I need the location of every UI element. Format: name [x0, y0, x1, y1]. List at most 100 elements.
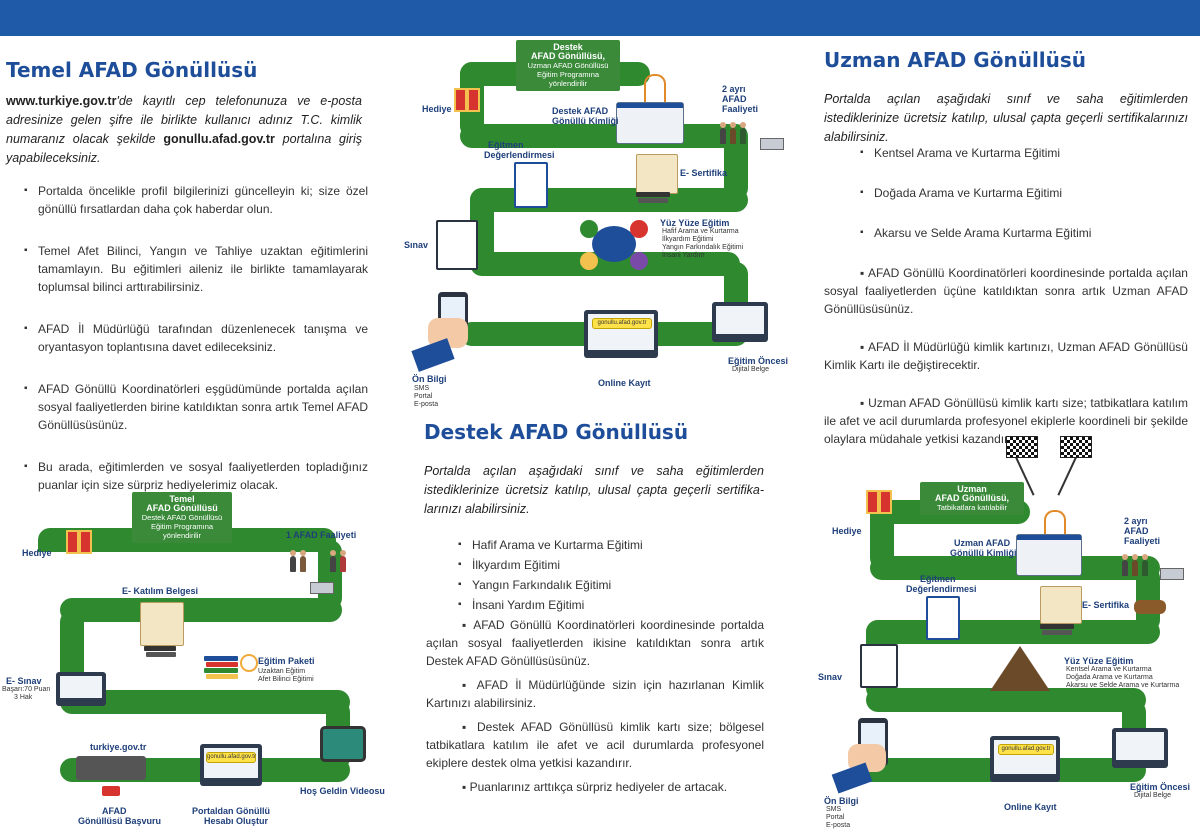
key-icon [102, 786, 120, 796]
kimlik-label: Uzman AFAD [954, 538, 1011, 548]
id-card-icon [616, 102, 684, 144]
left-intro: www.turkiye.gov.tr'de kayıtlı cep telefo… [6, 94, 362, 165]
books-icon [144, 646, 176, 660]
books-icon [636, 192, 670, 204]
video-label: Hoş Geldin Videosu [300, 786, 385, 796]
sinav-label: Sınav [818, 672, 843, 682]
paragraph: ▪ Destek AFAD Gönüllüsü kimlik kartı siz… [426, 720, 764, 770]
volunteers-icon [1122, 550, 1156, 580]
monitor-icon [990, 736, 1060, 782]
right-title: Uzman AFAD Gönüllüsü [824, 48, 1087, 72]
online-label: Online Kayıt [598, 378, 651, 388]
onbilgi-label: Ön Bilgi [412, 374, 447, 384]
paragraph: ▪ AFAD İl Müdürlüğü kimlik kartınızı, Uz… [824, 340, 1188, 372]
lanyard-icon [644, 74, 666, 102]
right-paragraphs: ▪ AFAD Gönüllü Koordinatörleri koordines… [824, 264, 1188, 448]
clipboard-icon [926, 596, 960, 640]
teamwork-puzzle-icon [570, 214, 656, 274]
list-item: Yangın Farkındalık Eğitimi [456, 576, 756, 594]
certificate-icon [636, 154, 678, 194]
middle-intro: Portalda açılan aşağıdaki sınıf ve saha … [424, 464, 764, 516]
clipboard-icon [514, 162, 548, 208]
rescue-dog-icon [1134, 600, 1166, 614]
mountain-climb-icon [990, 646, 1050, 691]
portal-link-gonullu: gonullu.afad.gov.tr [163, 132, 275, 146]
hediye-label: Hediye [422, 104, 452, 114]
laptop-icon [56, 672, 106, 706]
egitmen-label: Eğitmen [920, 574, 956, 584]
turkiye-label: turkiye.gov.tr [90, 742, 147, 752]
list-item: İlkyardım Eğitimi [456, 556, 756, 574]
kimlik-label: Destek AFAD [552, 106, 609, 116]
books-icon [1040, 624, 1074, 636]
yuzyuze-label: Yüz Yüze Eğitim [660, 218, 730, 228]
sertifika-label: E- Sertifika [680, 168, 728, 178]
books-stack-icon [204, 656, 240, 686]
list-item: Akarsu ve Selde Arama Kurtarma Eğitimi [858, 224, 1188, 242]
paragraph: ▪ AFAD İl Müdürlüğünde sizin için hazırl… [426, 678, 764, 710]
online-label: Online Kayıt [1004, 802, 1057, 812]
sertifika-label: E- Sertifika [1082, 600, 1130, 610]
list-item: Hafif Arama ve Kurtarma Eğitimi [456, 536, 756, 554]
tv-icon [320, 726, 366, 762]
list-item: İnsani Yardım Eğitimi [456, 596, 756, 614]
list-item: Temel Afet Bilinci, Yangın ve Tahliye uz… [22, 242, 368, 296]
paragraph: ▪ AFAD Gönüllü Koordinatörleri koordines… [426, 618, 764, 668]
right-intro: Portalda açılan aşağıdaki sınıf ve saha … [824, 92, 1188, 144]
left-title: Temel AFAD Gönüllüsü [6, 58, 258, 82]
id-card-icon [1016, 534, 1082, 576]
list-item: Kentsel Arama ve Kurtarma Eğitimi [858, 144, 1188, 162]
gift-icon [866, 490, 892, 514]
sinav-label: Sınav [404, 240, 429, 250]
portal-url-pill: gonullu.afad.gov.tr [206, 752, 256, 763]
middle-paragraphs: ▪ AFAD Gönüllü Koordinatörleri koordines… [426, 616, 764, 796]
oncesi-label: Eğitim Öncesi [1130, 782, 1191, 792]
portal-label: Portaldan Gönüllü [192, 806, 270, 816]
certificate-icon [140, 602, 184, 646]
portal-url-pill: gonullu.afad.gov.tr [998, 744, 1054, 755]
portal-url-pill: gonullu.afad.gov.tr [592, 318, 652, 329]
header-bar [0, 0, 1200, 36]
esinav-label: E- Sınav [6, 676, 42, 686]
destek-goal-box: Destek AFAD Gönüllüsü, Uzman AFAD Gönüll… [516, 40, 620, 91]
egitmen-label: Eğitmen [488, 140, 524, 150]
list-item: AFAD İl Müdürlüğü tarafından düzenlenece… [22, 320, 368, 356]
checkered-flags-icon [1000, 430, 1100, 496]
paragraph: ▪ AFAD Gönüllü Koordinatörleri koordines… [824, 266, 1188, 316]
clock-icon [240, 654, 258, 672]
volunteers-icon [720, 118, 754, 148]
portal-link-turkiye: www.turkiye.gov.tr [6, 94, 117, 108]
certificate-icon [1040, 586, 1082, 624]
right-training-list: Kentsel Arama ve Kurtarma Eğitimi Doğada… [858, 144, 1188, 242]
stretcher-icon [310, 582, 334, 594]
paragraph: ▪ Uzman AFAD Gönüllüsü kimlik kartı size… [824, 396, 1189, 446]
temel-goal-box: Temel AFAD Gönüllüsü Destek AFAD Gönüllü… [132, 492, 232, 543]
faaliyet-label: 2 ayrı [1124, 516, 1148, 526]
paket-label: Eğitim Paketi [258, 656, 315, 666]
basvuru-label: AFAD [102, 806, 127, 816]
monitor-icon [200, 744, 262, 786]
faaliyet-label: 1 AFAD Faaliyeti [286, 530, 357, 540]
exam-sheet-icon [436, 220, 478, 270]
yuzyuze-label: Yüz Yüze Eğitim [1064, 656, 1134, 666]
paragraph: ▪ Puanlarınız arttıkça sürpriz hediyeler… [462, 780, 728, 794]
lanyard-icon [1044, 510, 1066, 536]
list-item: Portalda öncelikle profil bilgilerinizi … [22, 182, 368, 218]
katilim-label: E- Katılım Belgesi [122, 586, 199, 596]
oncesi-label: Eğitim Öncesi [728, 356, 789, 366]
middle-training-list: Hafif Arama ve Kurtarma Eğitimi İlkyardı… [456, 536, 756, 614]
left-bullet-list: Portalda öncelikle profil bilgilerinizi … [22, 182, 368, 494]
list-item: Doğada Arama ve Kurtarma Eğitimi [858, 184, 1188, 202]
list-item: AFAD Gönüllü Koordinatörleri eşgüdümünde… [22, 380, 368, 434]
stretcher-icon [760, 138, 784, 150]
hediye-label: Hediye [22, 548, 52, 558]
hediye-label: Hediye [832, 526, 862, 536]
uzman-goal-box: Uzman AFAD Gönüllüsü, Tatbikatlara katıl… [920, 482, 1024, 515]
onbilgi-label: Ön Bilgi [824, 796, 859, 806]
list-item: Bu arada, eğitimlerden ve sosyal faaliye… [22, 458, 368, 494]
laptop-icon [1112, 728, 1168, 768]
stretcher-icon [1160, 568, 1184, 580]
exam-sheet-icon [860, 644, 898, 688]
volunteers-icon [290, 548, 350, 578]
faaliyet-label: 2 ayrı [722, 84, 746, 94]
